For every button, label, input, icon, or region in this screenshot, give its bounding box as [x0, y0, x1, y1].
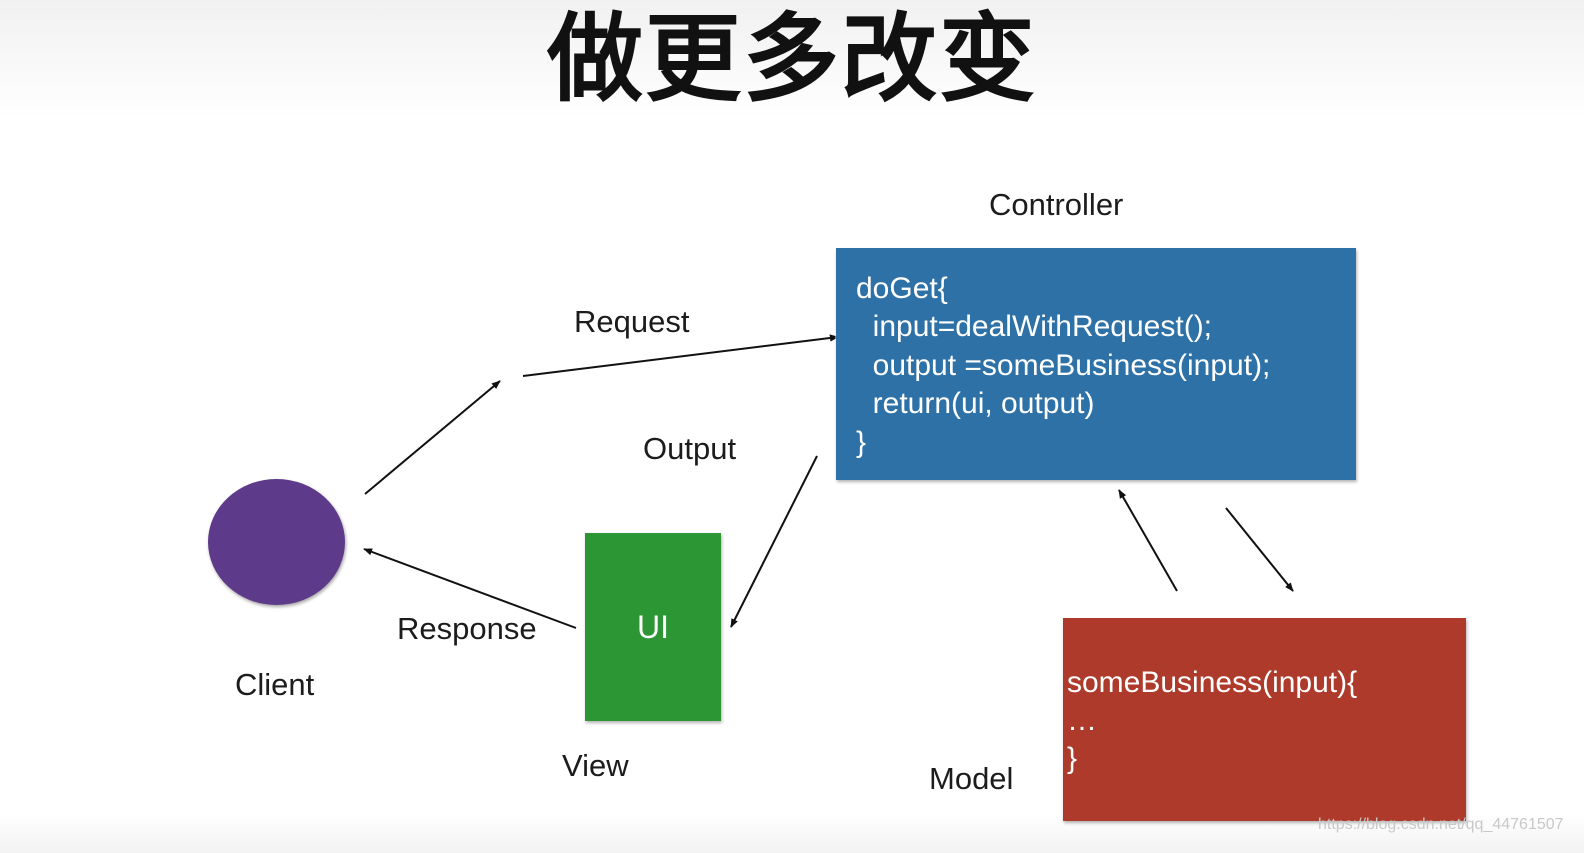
- controller-code-line: }: [856, 426, 867, 459]
- request-label: Request: [574, 304, 690, 339]
- controller-code-line: input=dealWithRequest();: [856, 310, 1213, 343]
- view-label: View: [562, 748, 629, 783]
- arrow-response: [363, 548, 577, 629]
- arrow-model-to-controller: [1118, 489, 1178, 592]
- controller-code-line: output =someBusiness(input);: [856, 349, 1271, 382]
- controller-label: Controller: [989, 187, 1124, 222]
- model-label: Model: [929, 761, 1014, 796]
- arrow-output: [730, 455, 818, 628]
- client-label: Client: [235, 667, 315, 702]
- controller-code-line: doGet{: [856, 272, 948, 305]
- bottom-shade: [0, 815, 1584, 853]
- arrow-controller-to-model: [1225, 507, 1294, 592]
- arrow-client-up: [364, 380, 501, 495]
- model-code-line: someBusiness(input){: [1067, 666, 1358, 699]
- controller-code-line: return(ui, output): [856, 387, 1095, 420]
- top-shade: [0, 0, 1584, 120]
- arrow-request: [522, 334, 839, 377]
- view-box-text: UI: [637, 609, 669, 645]
- controller-node: doGet{ input=dealWithRequest(); output =…: [836, 248, 1356, 480]
- model-code-line: }: [1067, 742, 1078, 775]
- model-code-line: …: [1067, 704, 1097, 737]
- response-label: Response: [397, 611, 537, 646]
- model-node: someBusiness(input){ … }: [1063, 618, 1466, 821]
- page-title: 做更多改变: [547, 3, 1037, 115]
- watermark: https://blog.csdn.net/qq_44761507: [1318, 816, 1564, 833]
- view-node: UI: [585, 533, 721, 721]
- output-label: Output: [643, 431, 737, 466]
- client-node: [208, 479, 345, 605]
